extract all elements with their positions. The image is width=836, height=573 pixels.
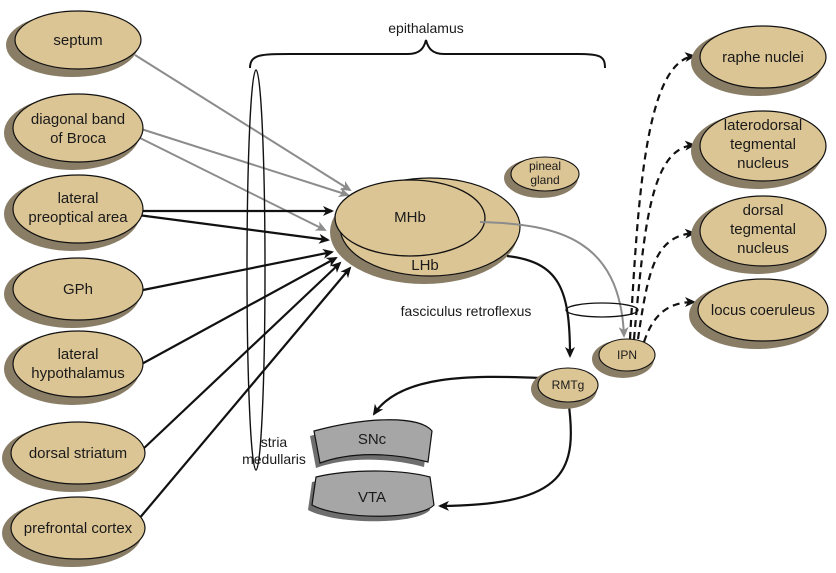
- svg-text:GPh: GPh: [63, 281, 93, 298]
- svg-text:lateral: lateral: [58, 190, 99, 207]
- fasciculus-retroflexus-loop: [565, 302, 639, 318]
- arrow-rmtg-to-snc: [372, 375, 541, 416]
- node-dorsal-striatum: dorsal striatum: [2, 421, 146, 492]
- node-ipn: IPN: [592, 338, 656, 378]
- svg-text:dorsal: dorsal: [743, 202, 784, 219]
- arrow-rmtg-to-vta: [438, 397, 572, 511]
- arrow-broca-to-lhb: [137, 136, 327, 231]
- svg-text:LHb: LHb: [411, 257, 439, 274]
- arrow-ipn-to-laterodorsal-tegmental: [632, 140, 696, 340]
- arrow-gph-to-lhb: [137, 248, 334, 293]
- svg-text:RMTg: RMTg: [552, 378, 585, 392]
- node-snc: SNc: [310, 419, 433, 468]
- node-prefrontal-cortex: prefrontal cortex: [2, 496, 146, 567]
- node-pineal-gland: pineal gland: [504, 156, 580, 198]
- svg-text:septum: septum: [53, 32, 102, 49]
- svg-text:nucleus: nucleus: [737, 155, 789, 172]
- epithalamus-brace: [249, 39, 606, 69]
- arrow-broca-to-mhb: [137, 127, 350, 198]
- svg-text:gland: gland: [530, 173, 559, 187]
- arrow-preoptic-to-lhb: [137, 213, 330, 244]
- node-septum: septum: [6, 10, 142, 77]
- svg-text:nucleus: nucleus: [737, 240, 789, 257]
- arrow-hypothalamus-to-lhb: [137, 257, 338, 367]
- stria-medullaris-label: stria medullaris: [242, 434, 306, 467]
- node-gph: GPh: [4, 257, 144, 328]
- arrow-ipn-to-dorsal-tegmental: [636, 228, 696, 340]
- node-raphe-nuclei: raphe nuclei: [691, 25, 827, 96]
- node-vta: VTA: [308, 470, 435, 522]
- arrow-ipn-to-locus-coeruleus: [642, 297, 696, 343]
- node-lateral-preoptical-area: lateral preoptical area: [4, 174, 144, 251]
- svg-text:pineal: pineal: [529, 159, 561, 173]
- svg-text:preoptical area: preoptical area: [28, 209, 128, 226]
- arrow-lhb-to-rmtg: [506, 254, 575, 358]
- arrow-striatum-to-lhb: [141, 261, 342, 451]
- arrow-prefrontal-to-lhb: [137, 266, 352, 521]
- svg-text:locus coeruleus: locus coeruleus: [711, 302, 815, 319]
- svg-text:IPN: IPN: [617, 348, 637, 362]
- node-dorsal-tegmental-nucleus: dorsal tegmental nucleus: [691, 195, 827, 274]
- svg-text:laterodorsal: laterodorsal: [724, 117, 802, 134]
- svg-text:VTA: VTA: [358, 489, 386, 506]
- node-locus-coeruleus: locus coeruleus: [689, 278, 829, 349]
- svg-text:SNc: SNc: [358, 431, 387, 448]
- arrow-septum-to-mhb: [134, 54, 352, 192]
- svg-text:diagonal band: diagonal band: [31, 111, 125, 128]
- svg-text:MHb: MHb: [394, 209, 426, 226]
- svg-text:raphe nuclei: raphe nuclei: [722, 49, 804, 66]
- node-diagonal-band-of-broca: diagonal band of Broca: [4, 93, 144, 170]
- svg-text:dorsal striatum: dorsal striatum: [29, 445, 127, 462]
- arrow-ipn-to-raphe-nuclei: [628, 52, 696, 340]
- svg-text:prefrontal cortex: prefrontal cortex: [24, 520, 133, 537]
- svg-text:tegmental: tegmental: [730, 221, 796, 238]
- svg-text:stria: stria: [261, 434, 288, 450]
- svg-text:tegmental: tegmental: [730, 136, 796, 153]
- fasciculus-retroflexus-label: fasciculus retroflexus: [401, 303, 532, 319]
- node-lateral-hypothalamus: lateral hypothalamus: [4, 330, 144, 405]
- svg-text:medullaris: medullaris: [242, 451, 306, 467]
- node-laterodorsal-tegmental-nucleus: laterodorsal tegmental nucleus: [691, 110, 827, 189]
- svg-text:hypothalamus: hypothalamus: [31, 365, 124, 382]
- svg-text:lateral: lateral: [58, 346, 99, 363]
- stria-medullaris-loop: [246, 69, 266, 471]
- node-mhb: MHb: [334, 179, 486, 257]
- epithalamus-label: epithalamus: [388, 20, 464, 36]
- node-rmtg: RMTg: [531, 367, 599, 409]
- svg-text:of Broca: of Broca: [50, 130, 107, 147]
